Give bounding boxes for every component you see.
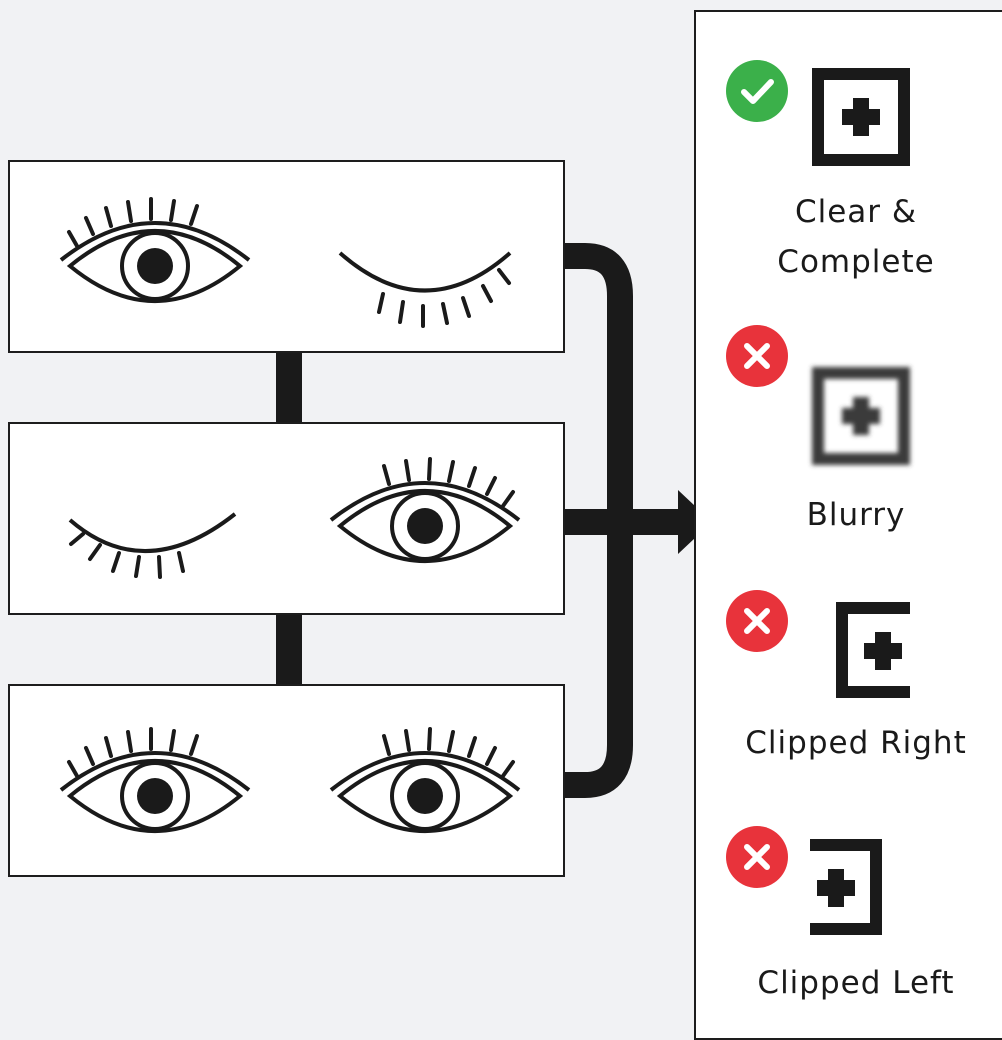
result-label-clear: Clear &Complete	[777, 194, 935, 280]
closed-eye-icon	[338, 251, 512, 328]
open-eye-icon	[329, 727, 521, 833]
result-label-blurry: Blurry	[806, 497, 906, 533]
result-label-clipped-right: Clipped Right	[745, 725, 967, 761]
open-eye-icon	[59, 197, 251, 303]
eye-panel-1	[8, 160, 565, 353]
boxed-plus-clipped-left-icon	[810, 839, 882, 935]
open-eye-icon	[329, 457, 521, 563]
x-circle-icon	[726, 325, 788, 387]
x-circle-icon	[726, 590, 788, 652]
closed-eye-icon	[68, 512, 237, 579]
eye-panel-2	[8, 422, 565, 615]
boxed-plus-blurred-icon	[812, 367, 910, 465]
open-eye-icon	[59, 727, 251, 833]
eye-panel-3	[8, 684, 565, 877]
results-panel: Clear &Complete Blurry Clipped Right Cli…	[694, 10, 1002, 1040]
result-label-clipped-left: Clipped Left	[757, 965, 955, 1001]
check-circle-icon	[726, 60, 788, 122]
x-circle-icon	[726, 826, 788, 888]
boxed-plus-icon	[812, 68, 910, 166]
boxed-plus-clipped-right-icon	[836, 602, 910, 698]
